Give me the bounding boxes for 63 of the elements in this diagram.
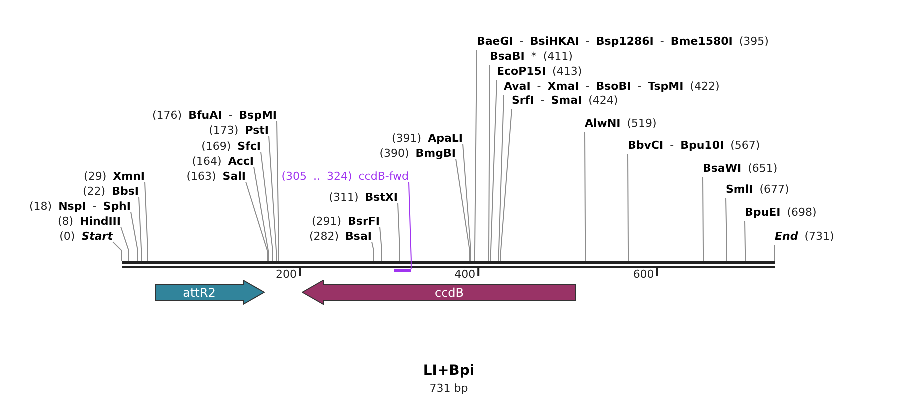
cut-site-label: EcoP15I (413) [497, 64, 582, 80]
feature-name: attR2 [183, 286, 216, 300]
leader-line [268, 136, 277, 262]
leader-line [398, 202, 400, 262]
cut-site-label: SrfI - SmaI (424) [512, 93, 618, 109]
leader-line [260, 152, 274, 262]
cut-site-label: (29) XmnI [84, 169, 145, 185]
cut-site-label: BpuEI (698) [745, 205, 817, 221]
cut-site-label: BaeGI - BsiHKAI - Bsp1286I - Bme1580I (395) [477, 34, 769, 50]
cut-site-label: BbvCI - Bpu10I (567) [628, 138, 760, 154]
cut-site-label: (164) AccI [192, 154, 254, 170]
leader-line [456, 158, 470, 262]
primer-bar [394, 269, 411, 272]
sequence-end-label: End (731) [775, 229, 834, 245]
leader-line [120, 226, 130, 262]
cut-site-label: BsaBI* (411) [490, 49, 573, 65]
feature-name: ccdB [434, 286, 464, 300]
map-caption: 731 bp [430, 382, 468, 395]
leader-line [490, 80, 498, 262]
cut-site-label: (163) SalI [186, 169, 246, 185]
leader-line [144, 182, 148, 262]
leader-line [584, 132, 586, 262]
leader-line [498, 94, 504, 262]
cut-site-label: (391) ApaLI [392, 131, 463, 147]
primer-label: (305 .. 324) ccdB-fwd [282, 169, 409, 185]
leader-line [774, 244, 776, 262]
sequence-start-label: (0) Start [60, 229, 113, 245]
leader-line [408, 182, 412, 270]
cut-site-label: (176) BfuAI - BspMI [152, 108, 277, 124]
leader-line [500, 108, 512, 262]
cut-site-label: AlwNI (519) [585, 116, 657, 132]
ruler-number: 400 [454, 268, 476, 281]
leader-line [130, 212, 138, 262]
leader-line [474, 50, 478, 262]
cut-site-label: (169) SfcI [202, 139, 261, 155]
leader-line [138, 196, 142, 262]
leader-line [254, 166, 269, 262]
cut-site-label: (390) BmgBI [380, 146, 456, 162]
leader-line [246, 182, 268, 262]
leader-line [726, 198, 728, 262]
leader-line [702, 176, 704, 262]
cut-site-label: AvaI - XmaI - BsoBI - TspMI (422) [504, 79, 720, 95]
cut-site-label: BsaWI (651) [703, 161, 778, 177]
leader-line [628, 154, 629, 262]
leader-line [380, 226, 382, 262]
leader-line [112, 242, 122, 262]
leader-line [488, 64, 490, 262]
cut-site-label: (22) BbsI [83, 184, 139, 200]
ruler-number: 200 [276, 268, 297, 281]
cut-site-label: (8) HindIII [58, 214, 121, 230]
leader-line [744, 220, 746, 262]
cut-site-label: (18) NspI - SphI [29, 199, 131, 215]
ruler-number: 600 [633, 268, 654, 281]
map-title: LI+Bpi [423, 363, 475, 379]
cut-site-label: (311) BstXI [329, 190, 398, 206]
leader-line [462, 144, 472, 262]
leader-line [372, 242, 374, 262]
dna-backbone [122, 261, 775, 268]
cut-site-label: (282) BsaI [309, 229, 372, 245]
cut-site-label: (291) BsrFI [312, 214, 380, 230]
cut-site-label: (173) PstI [209, 123, 269, 139]
cut-site-label: SmlI (677) [726, 182, 790, 198]
leader-line [276, 120, 280, 262]
